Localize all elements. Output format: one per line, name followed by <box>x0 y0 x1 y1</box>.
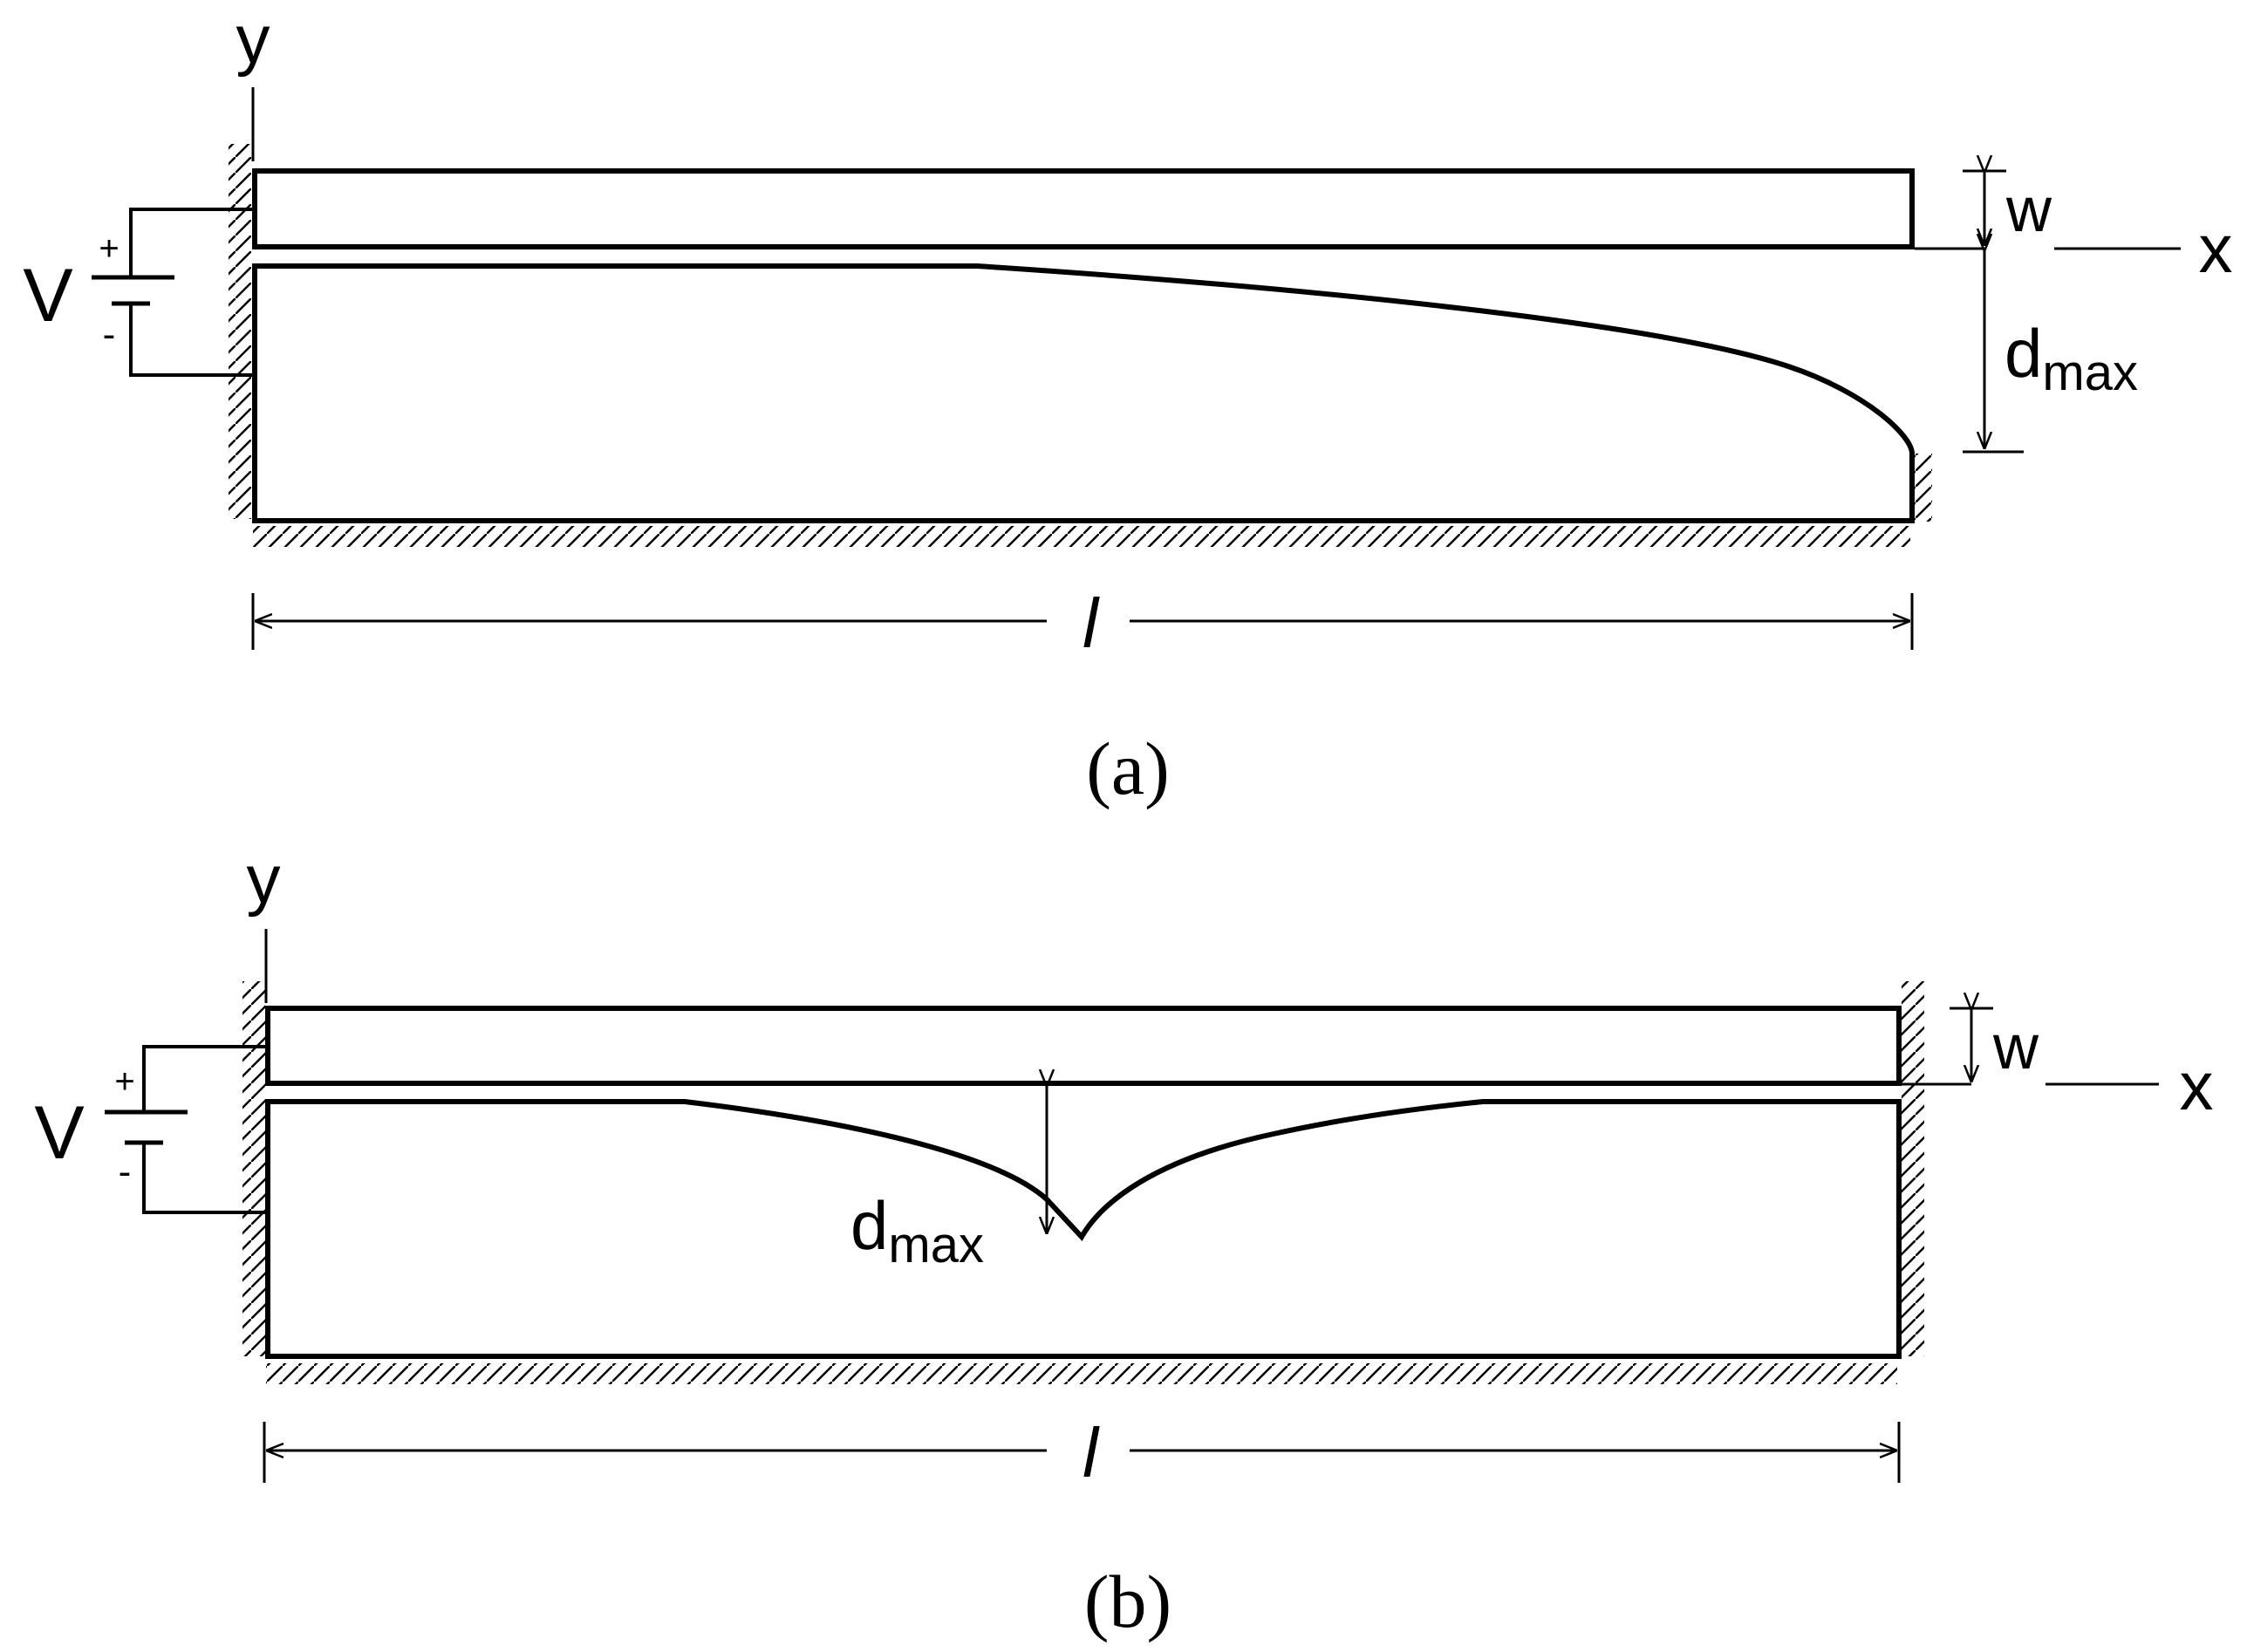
caption-a: (a) <box>1086 727 1169 810</box>
x-axis-label-b: x <box>2180 1048 2214 1124</box>
w-label-b: w <box>1992 1013 2039 1082</box>
circuit-wire-top-b <box>142 1045 268 1112</box>
panel-a: y + - V w x dmax <box>23 1 2232 810</box>
voltage-label-b: V <box>34 1091 84 1175</box>
circuit-wire-top-a <box>129 208 255 277</box>
beam-a <box>252 168 1915 249</box>
dmax-label-a: dmax <box>2005 315 2138 401</box>
x-axis-label-a: x <box>2199 210 2233 287</box>
caption-b: (b) <box>1084 1560 1171 1643</box>
anchor-hatch-right-b <box>1902 981 1924 1356</box>
ground-hatch-b <box>266 1363 1897 1384</box>
battery-plus-b: + <box>114 1062 134 1101</box>
electrode-gap-a <box>252 263 1915 523</box>
deflection-curve-a <box>976 264 1914 454</box>
circuit-wire-bottom-a <box>129 304 255 377</box>
beam-b <box>265 1006 1902 1086</box>
battery-minus-b: - <box>119 1150 132 1193</box>
dmax-d-a: d <box>2005 315 2042 392</box>
dmax-label-b: dmax <box>850 1187 984 1273</box>
ground-hatch-a <box>253 526 1910 547</box>
dmax-sub-a: max <box>2042 345 2138 401</box>
y-axis-label-a: y <box>236 1 270 78</box>
battery-plus-a: + <box>99 229 119 268</box>
circuit-wire-bottom-b <box>142 1143 268 1214</box>
l-label-a: l <box>1083 584 1100 662</box>
anchor-hatch-left-b <box>242 981 265 1356</box>
electrode-gap-b <box>265 1099 1902 1359</box>
tip-hatch-a <box>1913 454 1932 522</box>
l-label-b: l <box>1083 1414 1100 1492</box>
deflection-curve-b <box>684 1100 1484 1240</box>
battery-minus-a: - <box>103 313 116 356</box>
voltage-label-a: V <box>23 254 72 338</box>
w-label-a: w <box>2005 175 2052 245</box>
y-axis-label-b: y <box>247 841 281 918</box>
dmax-d-b: d <box>850 1187 888 1264</box>
dmax-sub-b: max <box>888 1217 984 1273</box>
panel-b: y + - V w x dmax <box>34 841 2213 1643</box>
anchor-hatch-left-a <box>229 144 251 519</box>
